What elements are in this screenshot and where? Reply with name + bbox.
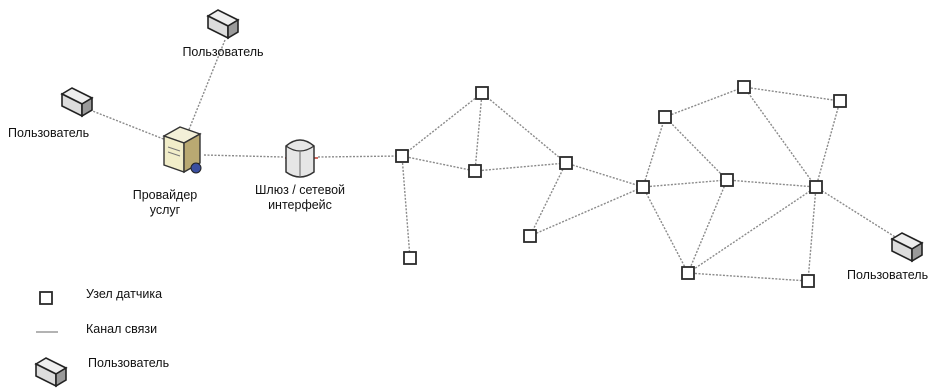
link bbox=[726, 179, 817, 188]
sensor-node-icon bbox=[636, 180, 650, 194]
link bbox=[815, 100, 841, 188]
link-gateway-n1 bbox=[317, 155, 403, 158]
link bbox=[687, 272, 809, 282]
user-terminal-icon bbox=[891, 232, 923, 262]
link bbox=[807, 186, 817, 282]
legend-user-label: Пользователь bbox=[88, 356, 170, 370]
link bbox=[687, 179, 728, 274]
sensor-nodes bbox=[395, 80, 847, 288]
legend-sensor-label: Узел датчика bbox=[86, 287, 163, 301]
user-top-label: Пользователь bbox=[182, 45, 264, 59]
sensor-node-icon bbox=[403, 251, 417, 265]
network-links bbox=[89, 39, 901, 282]
sensor-node-icon bbox=[559, 156, 573, 170]
link bbox=[401, 155, 411, 259]
link bbox=[401, 155, 476, 172]
user-terminal-icon bbox=[61, 87, 93, 117]
link bbox=[743, 86, 817, 188]
link bbox=[642, 186, 689, 274]
sensor-node-icon bbox=[737, 80, 751, 94]
link bbox=[474, 92, 483, 172]
link bbox=[642, 116, 666, 188]
sensor-node-icon bbox=[801, 274, 815, 288]
server-icon bbox=[162, 126, 202, 174]
user-terminal-icon bbox=[35, 357, 67, 387]
sensor-node-icon bbox=[395, 149, 409, 163]
sensor-node-icon bbox=[523, 229, 537, 243]
sensor-node-icon bbox=[833, 94, 847, 108]
sensor-node-icon bbox=[720, 173, 734, 187]
link bbox=[687, 186, 817, 274]
sensor-node-icon bbox=[658, 110, 672, 124]
link bbox=[642, 179, 728, 188]
link-user-left-provider bbox=[89, 109, 167, 141]
link bbox=[815, 186, 901, 241]
link-user-top-provider bbox=[187, 39, 226, 133]
gateway-label: Шлюз / сетевой интерфейс bbox=[254, 183, 346, 212]
provider-label: Провайдер услуг bbox=[132, 188, 198, 217]
user-terminal-icon bbox=[207, 9, 239, 39]
link bbox=[743, 86, 841, 102]
legend bbox=[36, 291, 58, 333]
link bbox=[529, 186, 644, 237]
user-right-label: Пользователь bbox=[847, 268, 929, 282]
sensor-node-icon bbox=[809, 180, 823, 194]
legend-sensor-icon bbox=[39, 291, 53, 305]
link bbox=[401, 92, 483, 157]
user-left-label: Пользователь bbox=[8, 126, 90, 140]
link bbox=[474, 162, 567, 172]
link-provider-gateway bbox=[203, 154, 284, 158]
sensor-node-icon bbox=[468, 164, 482, 178]
legend-link-label: Канал связи bbox=[86, 322, 158, 336]
link bbox=[664, 116, 728, 181]
link bbox=[529, 162, 567, 237]
gateway-server-icon bbox=[285, 139, 315, 178]
link bbox=[565, 162, 644, 188]
link bbox=[664, 86, 745, 118]
sensor-node-icon bbox=[681, 266, 695, 280]
link bbox=[481, 92, 567, 164]
sensor-node-icon bbox=[475, 86, 489, 100]
